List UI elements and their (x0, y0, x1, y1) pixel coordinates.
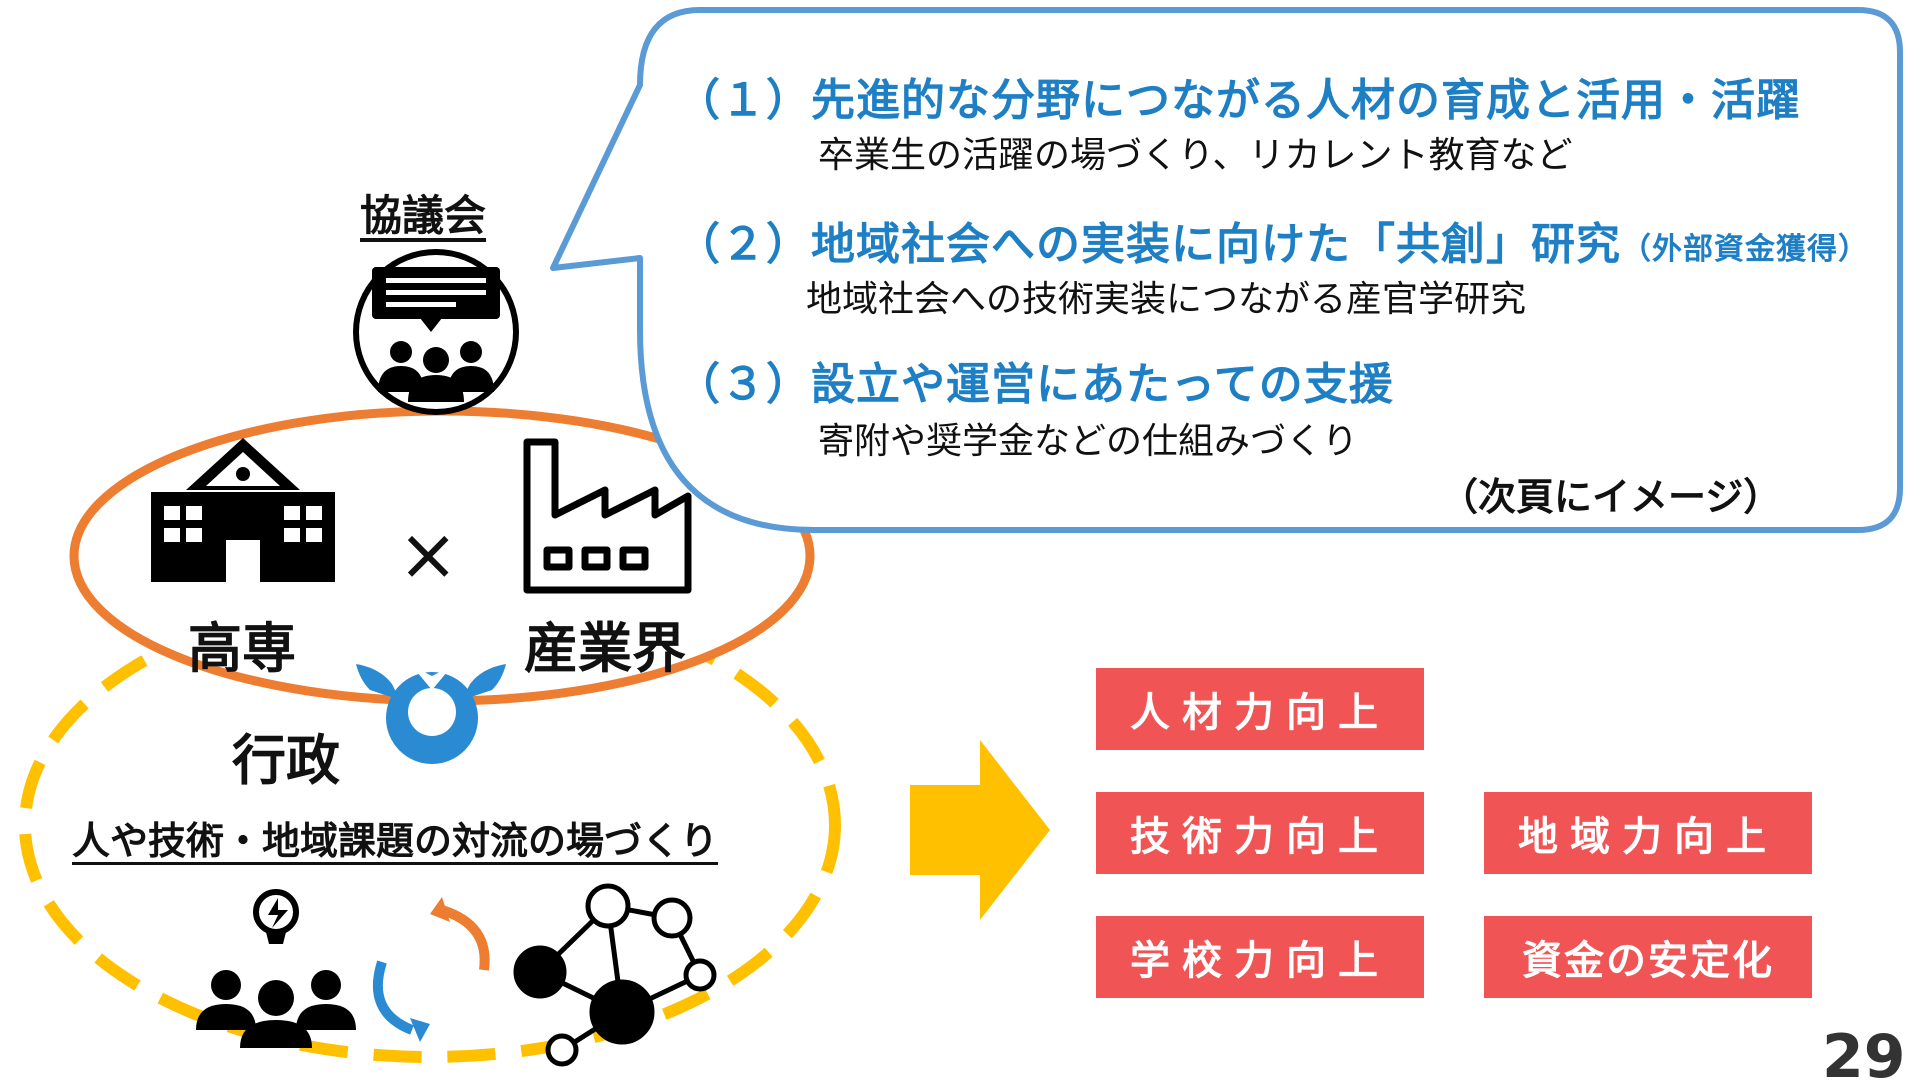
item-1-description: 卒業生の活躍の場づくり、リカレント教育など (818, 135, 1573, 176)
outcome-school: 学校力向上 (1096, 916, 1424, 998)
outcome-funding-stability: 資金の安定化 (1484, 916, 1812, 998)
network-icon (513, 883, 717, 1067)
speech-bubble (550, 7, 1903, 533)
item-2-title-text: （２）地域社会への実装に向けた「共創」研究 (676, 219, 1621, 270)
government-emblem-icon (355, 662, 506, 764)
outcome-region: 地域力向上 (1484, 792, 1812, 874)
item-3-title: （３）設立や運営にあたっての支援 (676, 348, 1394, 412)
council-icon (353, 249, 519, 415)
exchange-label: 人や技術・地域課題の対流の場づくり (72, 819, 719, 863)
people-idea-icon (196, 889, 356, 1048)
result-arrow (910, 740, 1050, 920)
exchange-ellipse (19, 587, 841, 1063)
page-number: 29 (1822, 1022, 1906, 1092)
item-2-title: （２）地域社会への実装に向けた「共創」研究（外部資金獲得） (676, 208, 1869, 272)
outcome-human-resources: 人材力向上 (1096, 668, 1424, 750)
cycle-arrows-icon (372, 897, 490, 1042)
item-2-description: 地域社会への技術実装につながる産官学研究 (806, 279, 1527, 320)
item-1-title: （１）先進的な分野につながる人材の育成と活用・活躍 (676, 64, 1801, 128)
council-label: 協議会 (360, 191, 487, 240)
government-label: 行政 (232, 729, 340, 792)
item-2-title-note: （外部資金獲得） (1621, 232, 1869, 267)
item-3-description: 寄附や奨学金などの仕組みづくり (818, 421, 1359, 462)
industry-label: 産業界 (524, 617, 686, 680)
kosen-label: 高専 (188, 617, 296, 680)
next-page-note: （次頁にイメージ） (1440, 475, 1782, 519)
outcome-technology: 技術力向上 (1096, 792, 1424, 874)
factory-icon (523, 438, 692, 594)
cross-symbol: × (398, 512, 459, 596)
school-icon (151, 438, 335, 582)
item-1-title-text: （１）先進的な分野につながる人材の育成と活用・活躍 (676, 75, 1801, 126)
item-3-title-text: （３）設立や運営にあたっての支援 (676, 359, 1394, 410)
